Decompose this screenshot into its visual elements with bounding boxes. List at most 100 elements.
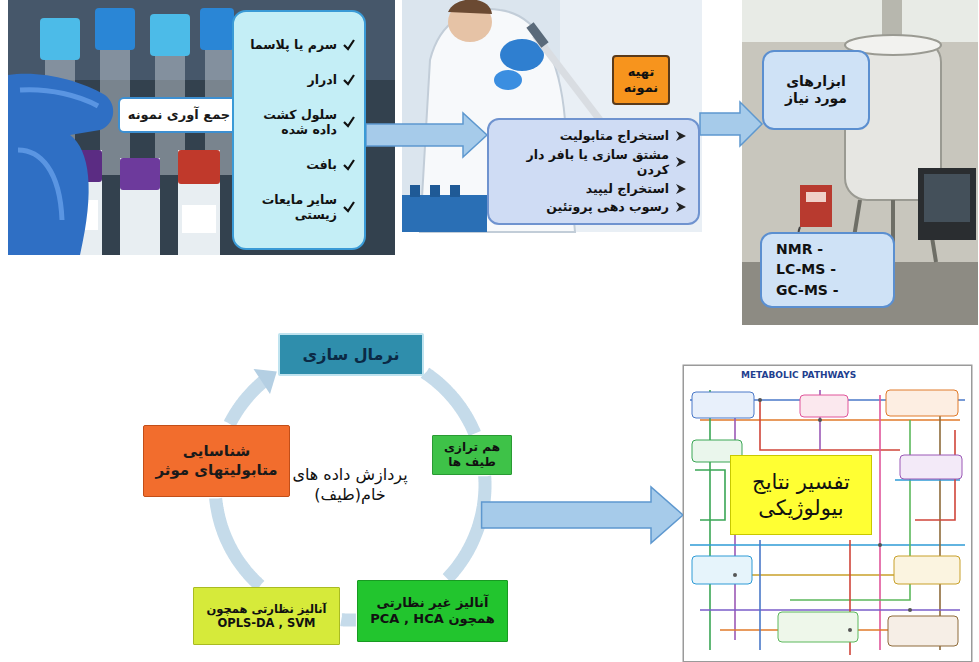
metabolic-pathway-map xyxy=(888,616,958,646)
metabolic-pathway-map xyxy=(733,573,737,577)
node-text: NMR - xyxy=(776,241,879,259)
lab-photo xyxy=(450,185,460,197)
node-text: بافت xyxy=(242,157,337,173)
step-heading: جمع آوری نمونه xyxy=(118,97,240,133)
sample-tubes-photo xyxy=(120,158,160,255)
sample-list: سرم یا پلاسما ادرار سلول کشت داده شده بافت س… xyxy=(232,10,366,250)
list-item: مشتق سازی یا بافر دار کردن xyxy=(499,147,688,178)
sample-tubes-photo xyxy=(95,8,135,50)
list-item: رسوب دهی پروتئین xyxy=(499,199,688,215)
block-arrow xyxy=(700,102,762,146)
list-item: سلول کشت داده شده xyxy=(242,107,356,138)
block-arrow xyxy=(482,487,683,543)
process-box: هم ترازی طیف ها xyxy=(432,435,512,475)
check-mark xyxy=(342,158,356,172)
nmr-instrument-photo xyxy=(800,185,832,227)
nmr-instrument-photo xyxy=(742,0,978,42)
metabolic-pathway-map xyxy=(692,556,752,584)
result-box: تفسیر نتایج بیولوژیکی xyxy=(730,455,872,535)
process-box: شناسایی متابولیتهای موثر xyxy=(143,425,290,497)
check-mark xyxy=(344,75,354,84)
metabolic-pathway-map xyxy=(690,390,965,655)
block-arrow xyxy=(366,113,487,157)
sample-tubes-photo xyxy=(8,0,395,255)
node-text: تهیه نمونه xyxy=(620,64,662,97)
pointer-bullet xyxy=(674,200,688,214)
lab-photo xyxy=(530,25,545,45)
pointer-bullet xyxy=(676,202,686,212)
nmr-instrument-photo xyxy=(918,168,976,240)
pathway-panel: METABOLIC PATHWAYSتفسیر نتایج بیولوژیکی xyxy=(683,365,972,662)
metabolic-pathway-map xyxy=(758,398,762,402)
list-item: سایر مایعات زیستی xyxy=(242,192,356,223)
lab-photo xyxy=(494,70,522,90)
cycle-arc xyxy=(341,619,356,620)
node-text: ابزارهای مورد نیاز xyxy=(770,73,862,108)
node-text: استخراج لیپید xyxy=(499,181,669,197)
pointer-bullet xyxy=(676,184,686,194)
pointer-bullet xyxy=(676,157,686,167)
metabolic-pathway-map xyxy=(886,390,958,416)
metabolic-pathway-map xyxy=(733,398,912,632)
cycle-arc xyxy=(447,476,485,579)
pointer-bullet xyxy=(674,129,688,143)
metabolic-pathway-map xyxy=(700,609,960,611)
metabolic-pathway-map xyxy=(695,470,725,520)
process-box: نرمال سازی xyxy=(278,333,424,376)
sample-tubes-photo xyxy=(182,205,216,233)
list-item: ادرار xyxy=(242,72,356,88)
node-text: استخراج متابولیت xyxy=(499,128,669,144)
lab-photo xyxy=(430,185,440,197)
step-heading: تهیه نمونه xyxy=(612,55,670,105)
cycle-arc xyxy=(216,498,261,585)
node-text: شناسایی متابولیتهای موثر xyxy=(150,442,283,480)
metabolic-pathway-map xyxy=(879,395,881,650)
list-item: بافت xyxy=(242,157,356,173)
check-mark xyxy=(342,200,356,214)
metabolic-pathway-map xyxy=(894,556,960,584)
node-text: جمع آوری نمونه xyxy=(126,107,232,123)
step-heading: ابزارهای مورد نیاز xyxy=(762,50,870,130)
node-text: آنالیز غیر نظارتی همچون PCA , HCA xyxy=(364,595,501,628)
metabolic-pathway-map xyxy=(700,419,960,421)
node-text: تفسیر نتایج بیولوژیکی xyxy=(737,469,865,522)
sample-tubes-photo xyxy=(40,18,80,60)
lab-photo xyxy=(402,195,487,232)
node-text: GC-MS - xyxy=(776,282,879,300)
block-arrow xyxy=(482,487,683,543)
sample-tubes-photo xyxy=(8,0,395,255)
sample-tubes-photo xyxy=(8,74,113,255)
nmr-instrument-photo xyxy=(742,0,978,325)
sample-tubes-photo xyxy=(200,8,234,50)
node-text: ادرار xyxy=(242,72,337,88)
check-mark xyxy=(344,160,354,169)
cycle-arc xyxy=(341,613,356,626)
cycle-arc xyxy=(425,373,475,434)
sample-tubes-photo xyxy=(178,150,220,184)
sample-tubes-photo xyxy=(150,14,190,56)
lab-photo xyxy=(402,0,702,232)
instrument-list: NMR -LC-MS -GC-MS - xyxy=(760,232,895,308)
list-item: سرم یا پلاسما xyxy=(242,37,356,53)
check-mark xyxy=(344,40,354,49)
metabolic-pathway-map xyxy=(939,400,941,650)
sample-tubes-photo xyxy=(120,158,160,190)
metabolic-pathway-map xyxy=(692,392,754,418)
arrow-head xyxy=(254,369,277,394)
node-text: پردازش داده های خام(طیف) xyxy=(285,465,415,505)
process-box: آنالیز غیر نظارتی همچون PCA , HCA xyxy=(357,580,508,642)
preparation-list: استخراج متابولیت مشتق سازی یا بافر دار کر… xyxy=(487,118,700,225)
node-text: سایر مایعات زیستی xyxy=(242,192,337,223)
check-mark xyxy=(342,115,356,129)
metabolic-pathway-map xyxy=(683,365,972,662)
cycle-arc xyxy=(230,380,266,424)
nmr-instrument-photo xyxy=(742,0,978,325)
node-text: سرم یا پلاسما xyxy=(242,37,337,53)
metabolic-pathway-map xyxy=(778,612,858,642)
node-text: رسوب دهی پروتئین xyxy=(499,199,669,215)
lab-photo xyxy=(402,0,702,232)
check-mark xyxy=(344,117,354,126)
check-mark xyxy=(342,38,356,52)
pointer-bullet xyxy=(674,182,688,196)
node-text: هم ترازی طیف ها xyxy=(439,440,505,470)
